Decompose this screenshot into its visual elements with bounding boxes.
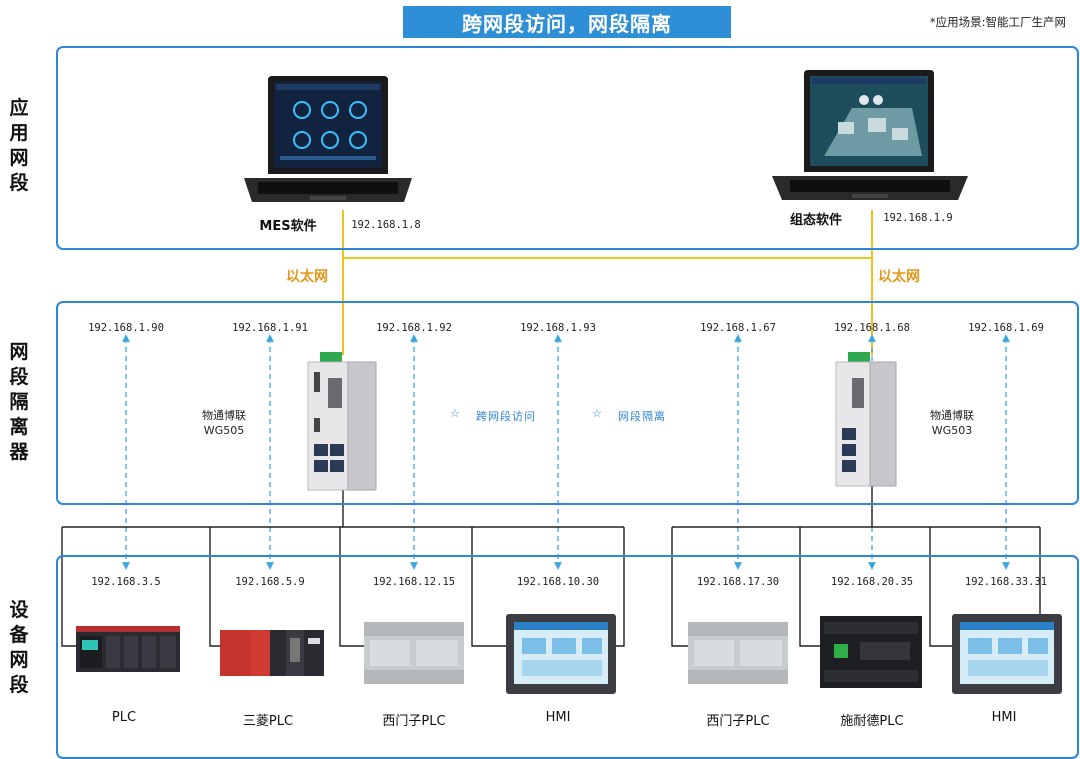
ethernet-lines — [342, 210, 873, 355]
gateway-wg505 — [306, 352, 380, 492]
gateway-left-ip-1: 192.168.1.90 — [88, 322, 164, 334]
device-ip-4: 192.168.10.30 — [516, 576, 600, 588]
device-ip-5: 192.168.17.30 — [696, 576, 780, 588]
device-label-2: 三菱PLC — [242, 714, 294, 729]
schneider-plc-device — [820, 616, 922, 688]
section-label-app: 应用网段 — [9, 97, 29, 194]
gateway-right-ip-1: 192.168.1.67 — [700, 322, 776, 334]
mes-label: MES软件 — [259, 219, 317, 234]
scada-label: 组态软件 — [789, 213, 842, 228]
siemens-plc-device-2 — [688, 622, 788, 684]
gateway-right-ip-3: 192.168.1.69 — [968, 322, 1044, 334]
feature-cross-segment: 跨网段访问 — [476, 410, 536, 423]
section-label-isolator: 网段隔离器 — [9, 341, 29, 463]
gateway-right-ip-2: 192.168.1.68 — [834, 322, 910, 334]
gateway-left-ip-2: 192.168.1.91 — [232, 322, 308, 334]
gateway-left-ip-4: 192.168.1.93 — [520, 322, 596, 334]
isolator-panel — [56, 301, 1079, 505]
diagram-title: 跨网段访问，网段隔离 — [403, 6, 731, 38]
scada-laptop — [772, 68, 968, 204]
feature-star-2: ☆ — [592, 407, 603, 420]
device-ip-2: 192.168.5.9 — [235, 576, 305, 588]
device-label-4: HMI — [545, 710, 571, 725]
scada-ip: 192.168.1.9 — [883, 212, 953, 224]
device-label-5: 西门子PLC — [706, 714, 770, 729]
device-segment-panel — [56, 555, 1079, 759]
mes-laptop — [244, 74, 412, 206]
gateway-right-name: 物通博联 — [930, 409, 974, 422]
plc-generic-device — [76, 626, 180, 678]
section-label-device: 设备网段 — [9, 599, 29, 696]
device-ip-3: 192.168.12.15 — [372, 576, 456, 588]
gateway-right-model: WG503 — [931, 424, 973, 437]
gateway-left-model: WG505 — [203, 424, 245, 437]
device-ip-7: 192.168.33.31 — [964, 576, 1048, 588]
gateway-left-ip-3: 192.168.1.92 — [376, 322, 452, 334]
feature-isolation: 网段隔离 — [618, 410, 666, 423]
gateway-left-name: 物通博联 — [202, 409, 246, 422]
siemens-plc-device-1 — [364, 622, 464, 684]
device-label-6: 施耐德PLC — [840, 714, 904, 729]
scene-note: *应用场景:智能工厂生产网 — [929, 15, 1066, 29]
device-label-1: PLC — [111, 710, 137, 725]
gateway-wg503 — [834, 352, 898, 488]
ethernet-label-right: 以太网 — [878, 269, 920, 285]
hmi-device-1 — [506, 614, 616, 694]
ethernet-label-left: 以太网 — [286, 269, 328, 285]
hmi-device-2 — [952, 614, 1062, 694]
feature-star-1: ☆ — [450, 407, 461, 420]
mitsubishi-plc-device — [220, 628, 324, 678]
device-ip-1: 192.168.3.5 — [91, 576, 161, 588]
device-label-3: 西门子PLC — [382, 714, 446, 729]
app-segment-panel — [56, 46, 1079, 250]
device-ip-6: 192.168.20.35 — [830, 576, 914, 588]
device-label-7: HMI — [991, 710, 1017, 725]
device-bus — [61, 485, 1050, 647]
mes-ip: 192.168.1.8 — [351, 219, 421, 231]
